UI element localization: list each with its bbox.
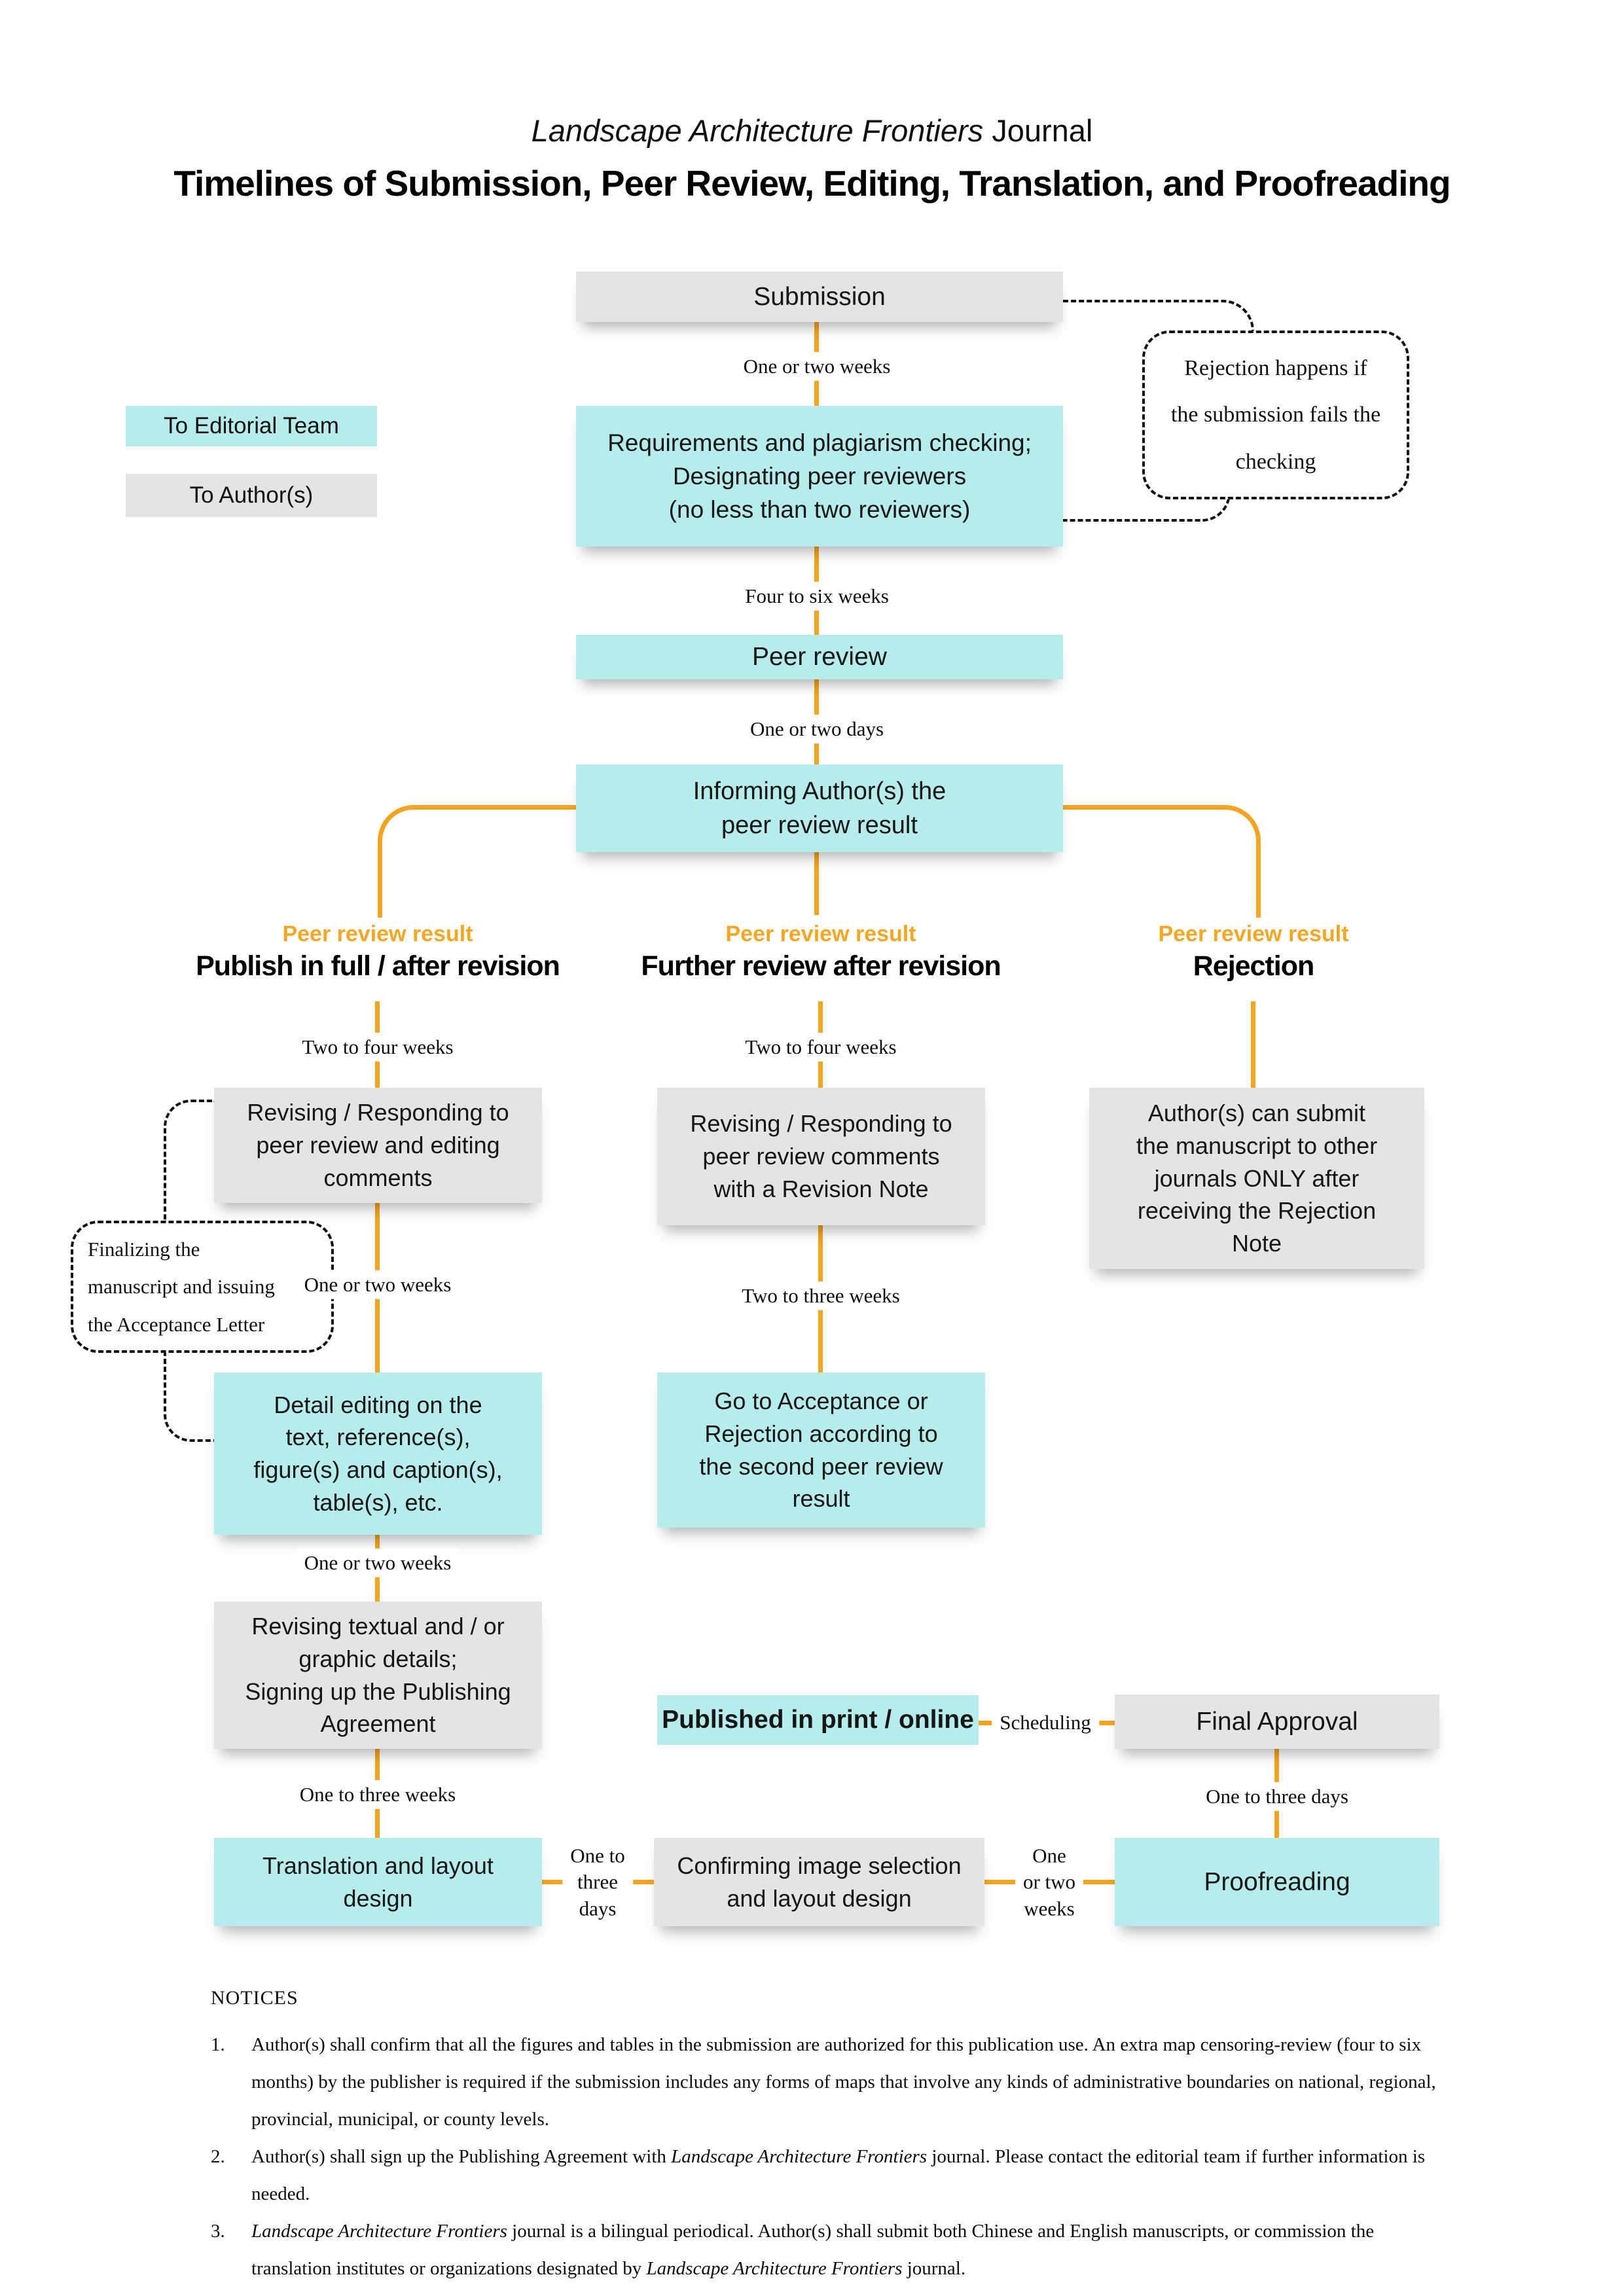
connector-right-branch-line: [1251, 1001, 1255, 1088]
timelabel-one-or-two-weeks-stacked: One or two weeks: [1015, 1841, 1084, 1924]
branch-mid-title: Further review after revision: [641, 950, 1001, 982]
notice-text: Author(s) shall sign up the Publishing A…: [251, 2146, 1426, 2204]
notice-text: Landscape Architecture Frontiers journal…: [251, 2221, 1375, 2279]
dashed-connector-note-detail: [164, 1348, 217, 1442]
dashed-connector-submission-bubble: [1063, 300, 1254, 335]
node-peer-review: Peer review: [576, 635, 1063, 679]
node-published: Published in print / online: [657, 1695, 979, 1745]
node-requirements-checking: Requirements and plagiarism checking; De…: [576, 406, 1063, 547]
node-revising-responding-editing: Revising / Responding to peer review and…: [214, 1088, 542, 1203]
notice-item: 3. Landscape Architecture Frontiers journ…: [211, 2213, 1454, 2287]
timelabel-left-one-or-two-weeks: One or two weeks: [296, 1270, 460, 1300]
legend-editorial-team: To Editorial Team: [126, 406, 377, 446]
branch-mid-tag: Peer review result: [725, 922, 916, 946]
timelabel-two-to-three-weeks: Two to three weeks: [734, 1281, 908, 1311]
timelabel-mid-two-to-four-weeks: Two to four weeks: [737, 1032, 905, 1062]
node-informing-authors: Informing Author(s) the peer review resu…: [576, 764, 1063, 852]
branch-right-tag: Peer review result: [1158, 922, 1349, 946]
timelabel-one-to-three-weeks: One to three weeks: [291, 1780, 464, 1810]
node-proofreading: Proofreading: [1115, 1838, 1439, 1926]
notice-item: 1. Author(s) shall confirm that all the f…: [211, 2026, 1454, 2138]
note-finalizing-manuscript: Finalizing the manuscript and issuing th…: [71, 1221, 334, 1353]
notices-section: NOTICES 1. Author(s) shall confirm that a…: [211, 1987, 1454, 2287]
timelabel-left-two-to-four-weeks: Two to four weeks: [294, 1032, 461, 1062]
connector-informing-right-branch: [1063, 805, 1261, 918]
timelabel-left2-one-or-two-weeks: One or two weeks: [296, 1548, 460, 1578]
node-revising-textual-agreement: Revising textual and / or graphic detail…: [214, 1602, 542, 1749]
timelabel-one-to-three-days-stacked: One to three days: [562, 1841, 633, 1924]
node-revising-revision-note: Revising / Responding to peer review com…: [657, 1088, 985, 1225]
branch-right-title: Rejection: [1193, 950, 1315, 982]
timelabel-scheduling: Scheduling: [992, 1708, 1099, 1738]
notice-number: 2.: [211, 2146, 225, 2167]
legend-authors: To Author(s): [126, 474, 377, 517]
node-final-approval: Final Approval: [1115, 1695, 1439, 1749]
branch-left-tag: Peer review result: [282, 922, 473, 946]
note-rejection-bubble: Rejection happens if the submission fail…: [1142, 331, 1409, 499]
node-confirming-image: Confirming image selection and layout de…: [654, 1838, 984, 1926]
timelabel-one-or-two-weeks: One or two weeks: [735, 351, 899, 382]
notice-number: 1.: [211, 2034, 225, 2055]
notice-number: 3.: [211, 2221, 225, 2242]
notices-heading: NOTICES: [211, 1987, 298, 2009]
notice-item: 2. Author(s) shall sign up the Publishing…: [211, 2138, 1454, 2213]
notices-list: 1. Author(s) shall confirm that all the f…: [211, 2026, 1454, 2287]
connector-informing-middle-branch: [814, 852, 819, 915]
page-title: Timelines of Submission, Peer Review, Ed…: [173, 163, 1451, 204]
node-detail-editing: Detail editing on the text, reference(s)…: [214, 1372, 542, 1535]
dashed-connector-revising-note: [164, 1100, 217, 1223]
notice-text: Author(s) shall confirm that all the fig…: [251, 2034, 1436, 2130]
timelabel-one-to-three-days: One to three days: [1198, 1782, 1356, 1812]
branch-left-title: Publish in full / after revision: [196, 950, 560, 982]
node-submission: Submission: [576, 272, 1063, 322]
connector-informing-left-branch: [378, 805, 581, 918]
timelabel-four-to-six-weeks: Four to six weeks: [737, 581, 897, 611]
journal-title: Landscape Architecture Frontiers Journal: [531, 113, 1093, 148]
node-authors-can-submit: Author(s) can submit the manuscript to o…: [1089, 1088, 1424, 1269]
timelabel-one-or-two-days: One or two days: [742, 714, 892, 744]
node-go-acceptance-rejection: Go to Acceptance or Rejection according …: [657, 1372, 985, 1528]
node-translation-layout: Translation and layout design: [214, 1838, 542, 1926]
